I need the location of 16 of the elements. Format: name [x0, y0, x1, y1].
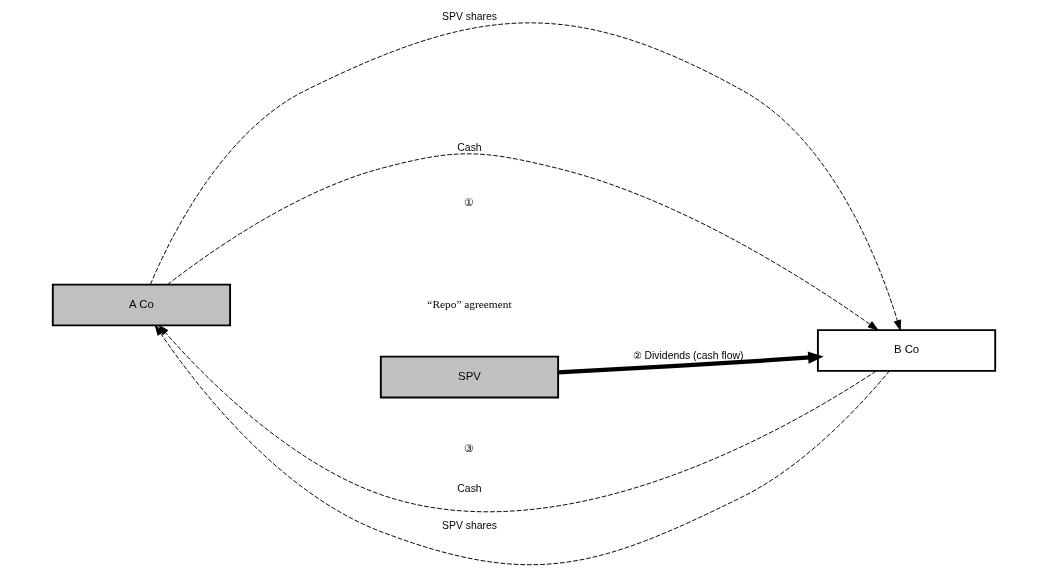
label: “Repo” agreement: [427, 297, 512, 310]
node-box: A Co: [51, 283, 232, 327]
node-box: SPV: [379, 355, 560, 399]
edge-label: ② Dividends (cash flow): [632, 349, 744, 361]
label: ③: [464, 442, 475, 455]
arrow: [154, 325, 890, 566]
edge-label: SPV shares: [442, 519, 497, 531]
arrow: [558, 351, 824, 375]
edge-label: Cash: [457, 142, 482, 154]
edge-label: SPV shares: [442, 11, 497, 23]
label: ①: [464, 195, 475, 208]
arrow: [167, 153, 879, 331]
node-box: B Co: [816, 329, 997, 372]
arrow: [150, 22, 902, 331]
arrow: [158, 324, 877, 513]
edge-label: Cash: [457, 482, 482, 494]
